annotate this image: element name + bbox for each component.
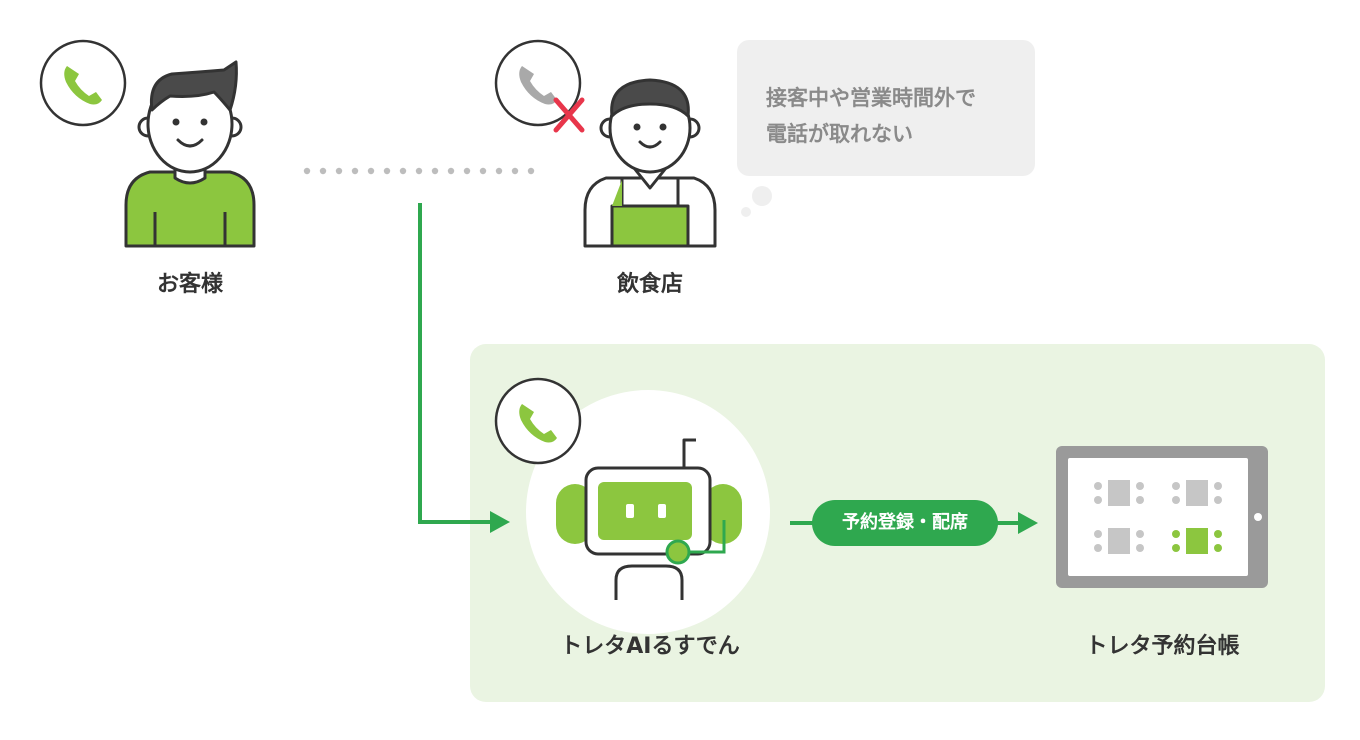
speech-line-1: 接客中や営業時間外で xyxy=(766,86,976,110)
restaurant-staff-figure xyxy=(583,78,717,248)
phone-icon xyxy=(494,377,582,465)
tablet-icon xyxy=(1056,446,1268,588)
phone-icon xyxy=(39,39,127,127)
customer-figure xyxy=(124,60,256,248)
speech-bubble xyxy=(737,40,1035,217)
blocked-connection-dots xyxy=(303,167,535,175)
speech-bubble-text: 接客中や営業時間外で 電話が取れない xyxy=(766,80,1026,152)
register-arrow xyxy=(790,500,1038,546)
call-forward-arrow xyxy=(418,203,510,533)
x-mark-icon xyxy=(553,97,585,133)
flow-label: 予約登録・配席 xyxy=(842,512,968,533)
customer-label: お客様 xyxy=(156,272,223,297)
restaurant-label: 飲食店 xyxy=(616,272,683,297)
speech-line-2: 電話が取れない xyxy=(766,122,913,146)
ai-label: トレタAIるすでん xyxy=(560,634,740,659)
robot-icon xyxy=(556,438,742,600)
ledger-label: トレタ予約台帳 xyxy=(1085,634,1240,659)
